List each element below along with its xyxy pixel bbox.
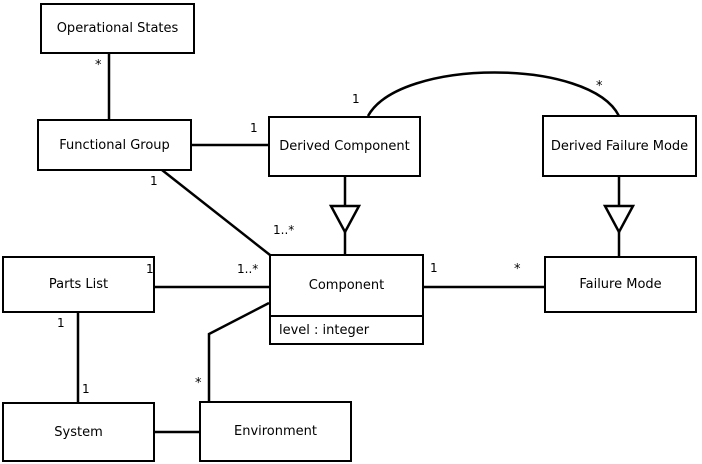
generalization-arrowhead-derived-failure-mode [602,204,636,235]
multiplicity-component-right: 1 [430,261,438,275]
multiplicity-parts-list-bottom: 1 [57,316,65,330]
multiplicity-operational-states: * [95,58,102,73]
class-name-system: System [54,424,103,440]
generalization-arrowhead-derived-component [328,204,362,235]
class-box-derived-component[interactable]: Derived Component [268,116,421,177]
class-name-functional-group: Functional Group [59,137,170,153]
multiplicity-component-left: 1..* [237,262,259,276]
class-name-environment: Environment [233,424,317,439]
class-name-operational-states: Operational States [56,21,179,36]
class-name-parts-list: Parts List [48,277,109,292]
class-box-derived-failure-mode[interactable]: Derived Failure Mode [542,115,697,177]
edge-derived-component-derived-failure-mode [366,71,621,117]
class-box-component[interactable]: Component level : integer [269,254,424,345]
edge-environment-component [207,301,270,401]
multiplicity-component-upper-left: 1..* [273,223,295,237]
class-box-system[interactable]: System [2,402,155,462]
multiplicity-functional-group-right: 1 [250,121,258,135]
multiplicity-environment-top: * [195,376,202,391]
class-box-parts-list[interactable]: Parts List [2,256,155,313]
multiplicity-parts-list-right: 1 [146,262,154,276]
multiplicity-functional-group-bottom: 1 [150,174,158,188]
multiplicity-derived-component-arc: 1 [352,92,360,106]
class-box-failure-mode[interactable]: Failure Mode [544,256,697,313]
multiplicity-failure-mode-left: * [514,262,521,277]
class-box-functional-group[interactable]: Functional Group [37,119,192,171]
class-box-environment[interactable]: Environment [199,401,352,462]
class-attribute-component-level: level : integer [271,315,422,343]
multiplicity-system-top: 1 [82,382,90,396]
class-name-derived-component: Derived Component [279,139,410,154]
class-name-derived-failure-mode: Derived Failure Mode [550,138,689,154]
multiplicity-derived-failure-mode-arc: * [596,79,603,94]
class-name-failure-mode: Failure Mode [579,277,662,292]
class-name-component: Component [308,278,385,293]
class-box-operational-states[interactable]: Operational States [40,3,195,54]
edge-functional-group-component [161,169,271,256]
